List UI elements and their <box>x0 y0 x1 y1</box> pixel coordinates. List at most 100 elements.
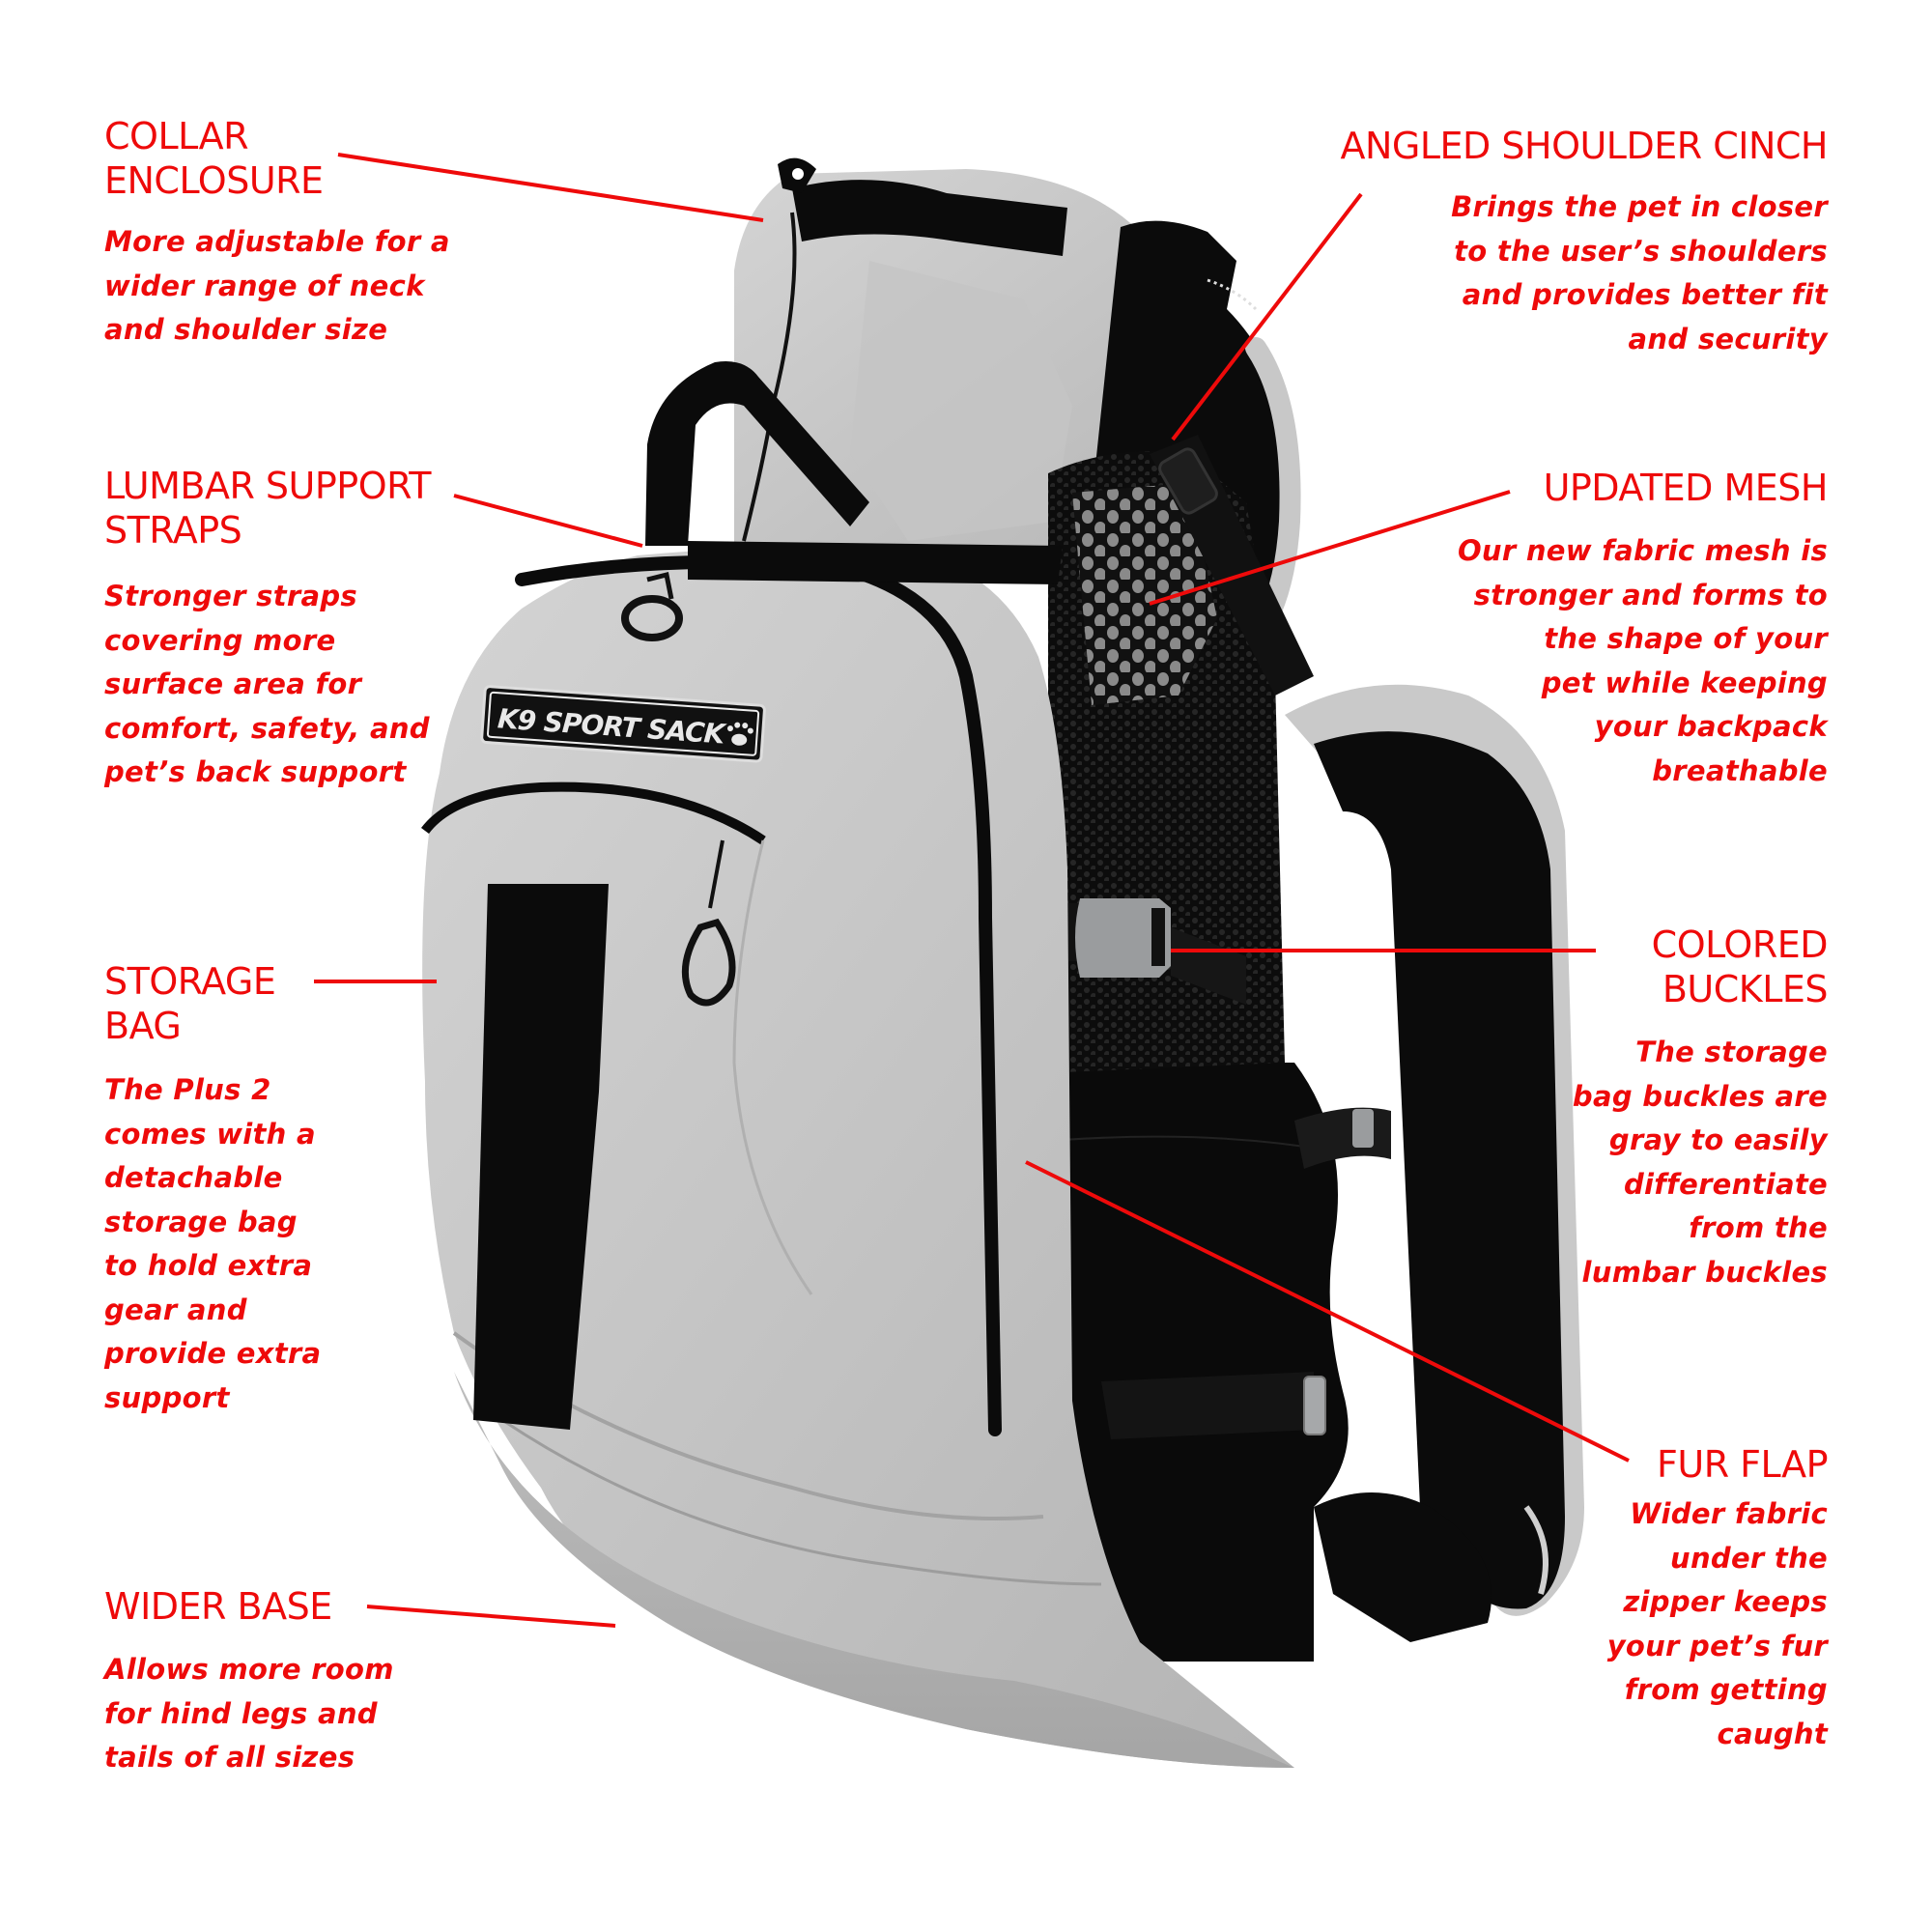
callout-heading: COLORED BUCKLES <box>1651 923 1829 1011</box>
body-line: differentiate <box>1623 1167 1828 1201</box>
heading-line: ANGLED SHOULDER CINCH <box>1340 125 1828 167</box>
body-line: covering more <box>104 623 336 657</box>
body-line: to hold extra <box>104 1249 313 1282</box>
heading-line: BUCKLES <box>1662 968 1829 1010</box>
leader-line-updated-mesh <box>1149 490 1511 606</box>
callout-angled-shoulder-cinch: ANGLED SHOULDER CINCH <box>1340 124 1828 168</box>
heading-line: FUR FLAP <box>1657 1443 1828 1486</box>
leader-line-fur-flap <box>1025 1160 1630 1463</box>
body-line: pet’s back support <box>104 755 407 788</box>
callout-updated-mesh: UPDATED MESH <box>1543 466 1829 510</box>
body-line: from getting <box>1624 1673 1828 1706</box>
callout-fur-flap: FUR FLAP <box>1657 1442 1828 1487</box>
heading-line: ENCLOSURE <box>104 159 324 202</box>
body-line: stronger and forms to <box>1473 578 1828 611</box>
body-line: and shoulder size <box>104 313 388 346</box>
body-line: for hind legs and <box>104 1696 378 1730</box>
callout-description: Brings the pet in closer to the user’s s… <box>1451 185 1828 361</box>
callout-description: Stronger straps covering more surface ar… <box>104 575 430 795</box>
callout-description: More adjustable for a wider range of nec… <box>104 220 450 353</box>
body-line: and provides better fit <box>1462 278 1828 311</box>
paw-print-icon <box>726 722 753 746</box>
heading-line: WIDER BASE <box>104 1585 332 1628</box>
body-line: The storage <box>1635 1036 1828 1068</box>
callout-body-updated-mesh: Our new fabric mesh is stronger and form… <box>1458 529 1828 793</box>
heading-line: LUMBAR SUPPORT <box>104 465 431 507</box>
leader-line-angled-shoulder-cinch <box>1171 192 1363 441</box>
body-line: caught <box>1717 1717 1828 1750</box>
callout-description: The Plus 2 comes with a detachable stora… <box>104 1068 321 1420</box>
callout-body-lumbar-support-straps: Stronger straps covering more surface ar… <box>104 575 430 795</box>
heading-line: STORAGE <box>104 960 276 1003</box>
callout-body-angled-shoulder-cinch: Brings the pet in closer to the user’s s… <box>1451 185 1828 361</box>
callout-lumbar-support-straps: LUMBAR SUPPORT STRAPS <box>104 464 431 553</box>
body-line: detachable <box>104 1161 283 1194</box>
callout-body-collar-enclosure: More adjustable for a wider range of nec… <box>104 220 450 353</box>
body-line: zipper keeps <box>1623 1585 1828 1618</box>
leader-line-lumbar-support-straps <box>453 494 643 548</box>
front-pocket <box>421 548 1295 1768</box>
body-line: tails of all sizes <box>104 1741 355 1774</box>
callout-heading: ANGLED SHOULDER CINCH <box>1340 124 1828 168</box>
body-line: to the user’s shoulders <box>1454 234 1828 268</box>
body-line: gray to easily <box>1608 1123 1828 1156</box>
callout-heading: COLLAR ENCLOSURE <box>104 114 324 203</box>
callout-body-storage-bag: The Plus 2 comes with a detachable stora… <box>104 1068 321 1420</box>
body-line: wider range of neck <box>104 269 425 302</box>
body-line: Our new fabric mesh is <box>1457 534 1828 567</box>
body-line: More adjustable for a <box>104 225 450 258</box>
mesh-panel <box>1041 435 1314 1072</box>
brand-patch: K9 SPORT SACK <box>480 685 766 763</box>
body-line: Wider fabric <box>1630 1497 1828 1530</box>
body-line: breathable <box>1652 753 1828 787</box>
heading-line: COLLAR <box>104 115 249 157</box>
zipper-pull-icon <box>621 571 683 641</box>
body-line: Allows more room <box>104 1653 394 1686</box>
callout-body-wider-base: Allows more room for hind legs and tails… <box>104 1648 394 1780</box>
body-line: gear and <box>104 1293 247 1326</box>
body-line: The Plus 2 <box>104 1073 271 1106</box>
callout-body-fur-flap: Wider fabric under the zipper keeps your… <box>1607 1492 1828 1756</box>
body-line: provide extra <box>104 1337 322 1370</box>
body-line: your backpack <box>1594 710 1828 743</box>
heading-line: COLORED <box>1651 923 1829 966</box>
heading-line: STRAPS <box>104 509 242 552</box>
callout-heading: LUMBAR SUPPORT STRAPS <box>104 464 431 553</box>
callout-heading: WIDER BASE <box>104 1584 332 1629</box>
callout-collar-enclosure: COLLAR ENCLOSURE <box>104 114 324 203</box>
leader-line-collar-enclosure <box>337 153 764 222</box>
body-line: the shape of your <box>1544 622 1828 655</box>
callout-heading: UPDATED MESH <box>1543 466 1829 510</box>
body-line: from the <box>1689 1211 1828 1244</box>
callout-description: Allows more room for hind legs and tails… <box>104 1648 394 1780</box>
body-line: surface area for <box>104 668 362 700</box>
body-line: and security <box>1628 322 1828 355</box>
callout-description: The storage bag buckles are gray to easi… <box>1573 1031 1828 1294</box>
body-line: comes with a <box>104 1117 316 1151</box>
callout-wider-base: WIDER BASE <box>104 1584 332 1629</box>
body-line: support <box>104 1380 230 1414</box>
heading-line: UPDATED MESH <box>1543 467 1829 509</box>
body-line: comfort, safety, and <box>104 711 430 745</box>
callout-body-colored-buckles: The storage bag buckles are gray to easi… <box>1573 1031 1828 1294</box>
body-line: storage bag <box>104 1205 298 1238</box>
body-line: pet while keeping <box>1541 666 1828 699</box>
body-line: Brings the pet in closer <box>1451 190 1828 223</box>
callout-heading: STORAGE BAG <box>104 959 276 1048</box>
callout-heading: FUR FLAP <box>1657 1442 1828 1487</box>
lumbar-strap <box>645 361 1063 584</box>
body-line: lumbar buckles <box>1581 1255 1828 1289</box>
callout-storage-bag: STORAGE BAG <box>104 959 276 1048</box>
callout-description: Our new fabric mesh is stronger and form… <box>1458 529 1828 793</box>
zipper-pull-icon <box>681 839 736 1007</box>
callout-description: Wider fabric under the zipper keeps your… <box>1607 1492 1828 1756</box>
leader-line-wider-base <box>366 1605 616 1628</box>
heading-line: BAG <box>104 1005 182 1047</box>
body-line: Stronger straps <box>104 580 357 612</box>
callout-colored-buckles: COLORED BUCKLES <box>1651 923 1829 1011</box>
body-line: under the <box>1670 1541 1828 1575</box>
body-line: your pet’s fur <box>1606 1629 1828 1662</box>
